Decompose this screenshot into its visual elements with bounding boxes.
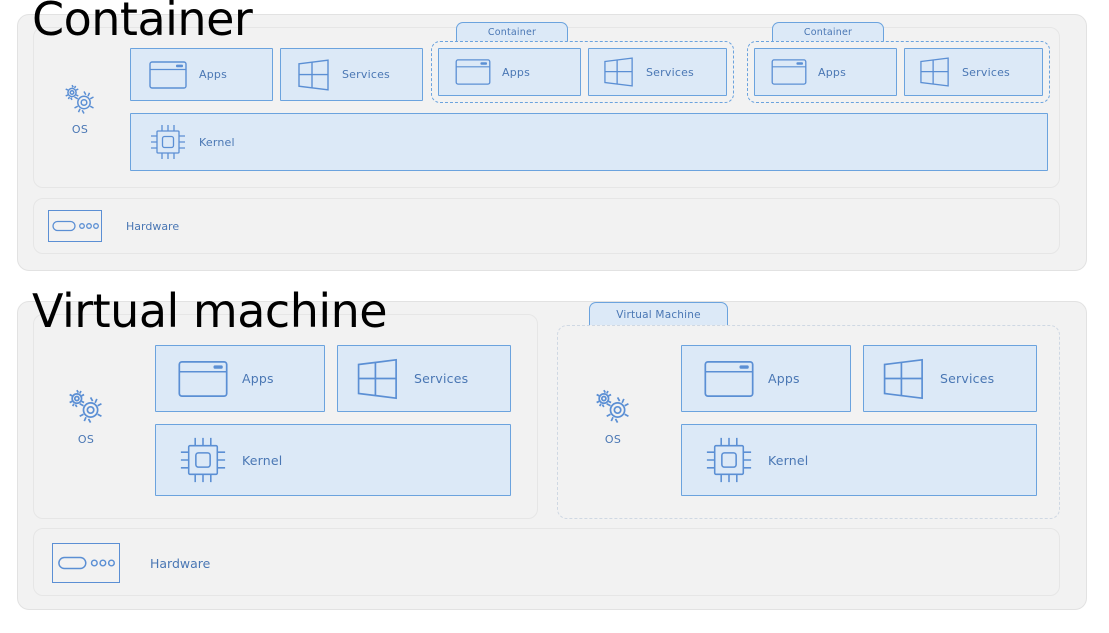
- cpu-chip-icon: [149, 122, 187, 162]
- vm1-services-block[interactable]: Services: [337, 345, 511, 412]
- container-hardware-panel: [33, 198, 1060, 254]
- container-os-column: OS: [52, 78, 108, 140]
- vm1-os-column: OS: [56, 382, 116, 450]
- hardware-label: Hardware: [126, 219, 180, 233]
- apps-label: Apps: [502, 65, 531, 79]
- apps-label: Apps: [242, 371, 274, 386]
- app-window-icon: [178, 359, 228, 399]
- cpu-chip-icon: [704, 434, 754, 486]
- container-group-2: [747, 41, 1050, 103]
- container-heading: Container: [32, 0, 253, 46]
- kernel-label: Kernel: [199, 135, 235, 149]
- gears-icon: [589, 386, 637, 426]
- vm-hardware-panel: [33, 528, 1060, 596]
- services-label: Services: [342, 68, 390, 81]
- hardware-label: Hardware: [150, 555, 211, 571]
- app-window-icon: [149, 60, 187, 90]
- vm2-os-column: OS: [583, 382, 643, 450]
- vm-tab-2-label: Virtual Machine: [616, 308, 701, 321]
- container-1-services-block[interactable]: Services: [588, 48, 727, 96]
- apps-label: Apps: [768, 371, 800, 386]
- windows-panes-icon: [603, 57, 635, 87]
- container-tab-2[interactable]: Container: [772, 22, 884, 41]
- apps-label: Apps: [818, 65, 847, 79]
- app-window-icon: [704, 359, 754, 399]
- windows-panes-icon: [919, 57, 951, 87]
- container-tab-2-label: Container: [803, 26, 853, 38]
- vm2-kernel-block[interactable]: Kernel: [681, 424, 1037, 496]
- windows-panes-icon: [297, 58, 331, 91]
- container-tab-1-label: Container: [487, 26, 537, 38]
- container-group-1: [431, 41, 734, 103]
- windows-panes-icon: [356, 358, 400, 400]
- server-rack-icon: [52, 543, 120, 583]
- container-host-services-block[interactable]: Services: [280, 48, 423, 101]
- vm1-apps-block[interactable]: Apps: [155, 345, 325, 412]
- os-label: OS: [71, 123, 89, 136]
- vm-heading: Virtual machine: [32, 284, 388, 338]
- apps-label: Apps: [199, 68, 228, 81]
- os-label: OS: [77, 433, 95, 446]
- windows-panes-icon: [882, 358, 926, 400]
- kernel-label: Kernel: [242, 452, 283, 468]
- app-window-icon: [771, 58, 807, 86]
- gears-icon: [62, 386, 110, 426]
- app-window-icon: [455, 58, 491, 86]
- vm-tab-2[interactable]: Virtual Machine: [589, 302, 728, 326]
- container-hardware-row: Hardware: [48, 208, 348, 244]
- services-label: Services: [962, 65, 1010, 79]
- container-2-apps-block[interactable]: Apps: [754, 48, 897, 96]
- services-label: Services: [646, 65, 694, 79]
- kernel-label: Kernel: [768, 452, 809, 468]
- container-2-services-block[interactable]: Services: [904, 48, 1043, 96]
- container-1-apps-block[interactable]: Apps: [438, 48, 581, 96]
- services-label: Services: [940, 371, 995, 386]
- services-label: Services: [414, 371, 469, 386]
- container-tab-1[interactable]: Container: [456, 22, 568, 41]
- vm2-apps-block[interactable]: Apps: [681, 345, 851, 412]
- container-kernel-block[interactable]: Kernel: [130, 113, 1048, 171]
- server-rack-icon: [48, 210, 102, 242]
- gears-icon: [59, 82, 101, 116]
- vm1-kernel-block[interactable]: Kernel: [155, 424, 511, 496]
- os-label: OS: [604, 433, 622, 446]
- vm2-services-block[interactable]: Services: [863, 345, 1037, 412]
- container-host-apps-block[interactable]: Apps: [130, 48, 273, 101]
- vm-hardware-row: Hardware: [52, 542, 372, 584]
- cpu-chip-icon: [178, 434, 228, 486]
